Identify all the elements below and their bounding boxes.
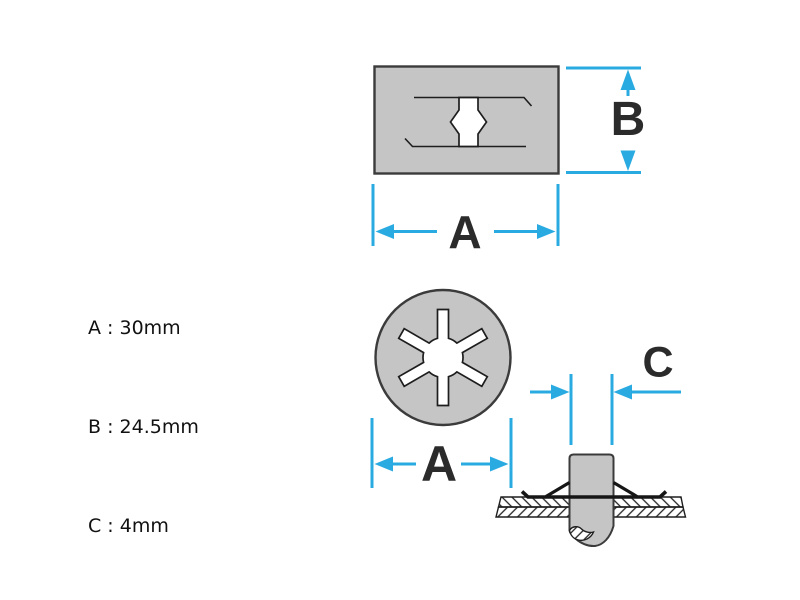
dim-a-front (370, 418, 513, 488)
dim-c-arrow-left (551, 384, 570, 400)
dim-a-top-arrow-right (537, 224, 556, 239)
top-view-tab-line-lower (404, 137, 526, 148)
nut-prong-left (545, 481, 571, 498)
spec-line-c: C : 4mm (88, 515, 169, 537)
dim-b-arrow-down (620, 150, 636, 171)
dim-label-a-top: A (448, 206, 482, 258)
dim-b (566, 66, 641, 174)
spec-line-a: A : 30mm (88, 317, 181, 339)
nut-flange (520, 490, 668, 499)
dim-label-c: C (642, 338, 674, 387)
front-view (374, 288, 512, 427)
panel-lower-right (612, 506, 687, 518)
front-view-prong-cutout (397, 308, 489, 407)
dim-b-arrow-up (620, 69, 636, 90)
stud-break-hatch (569, 526, 594, 541)
spec-list: A : 30mm B : 24.5mm C : 4mm (88, 246, 199, 600)
dim-a-front-arrow-left (374, 456, 393, 472)
top-view (373, 65, 560, 175)
dim-c (530, 374, 681, 445)
dim-label-b: B (610, 93, 646, 146)
spec-line-b: B : 24.5mm (88, 416, 199, 438)
top-view-tab-line-upper (414, 96, 533, 107)
nut-prong-right (612, 481, 638, 498)
dim-a-front-arrow-right (490, 456, 509, 472)
dim-a-top (371, 184, 560, 246)
dim-label-a-front: A (420, 436, 458, 492)
dim-c-arrow-right (613, 384, 632, 400)
side-view (495, 453, 687, 548)
dim-a-top-arrow-left (375, 224, 394, 239)
top-view-center-slot (449, 96, 488, 148)
panel-lower-left (495, 506, 571, 518)
